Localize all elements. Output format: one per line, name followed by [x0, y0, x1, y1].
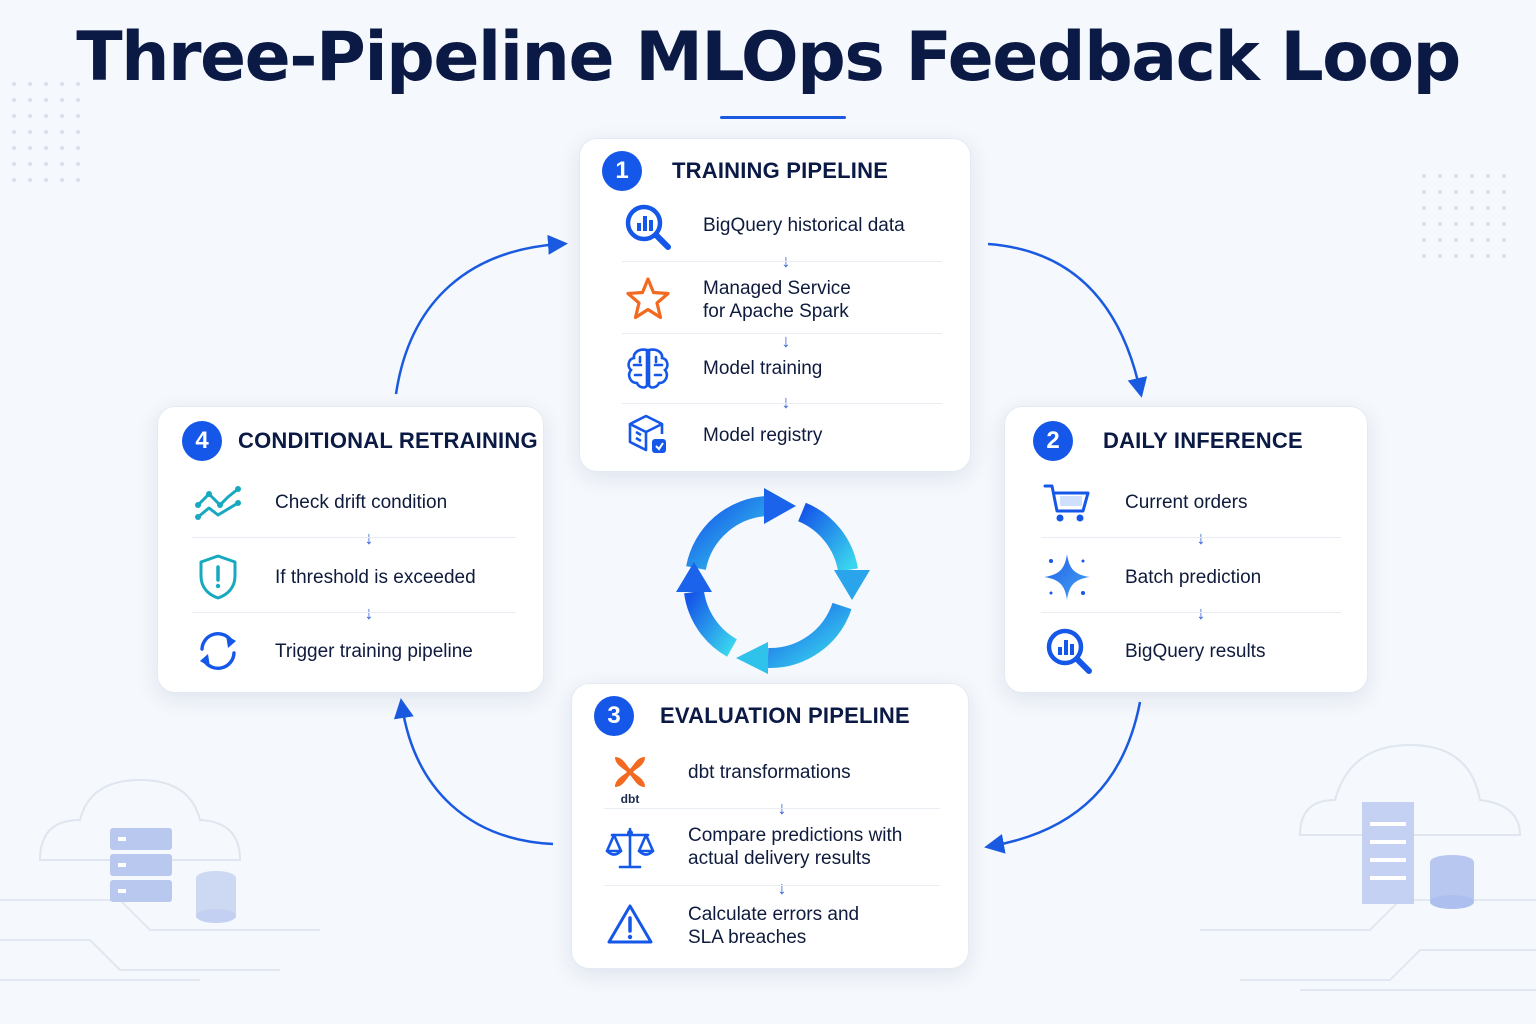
cycle-icon — [676, 488, 870, 674]
step-label: If threshold is exceeded — [275, 567, 476, 588]
warning-icon — [604, 898, 656, 950]
cart-icon — [1041, 477, 1093, 529]
divider — [1041, 537, 1341, 538]
down-arrow-icon: ↓ — [364, 603, 374, 623]
card-title: EVALUATION PIPELINE — [660, 703, 910, 728]
evaluation-pipeline-card: 3 EVALUATION PIPELINE dbt dbt transforma… — [571, 683, 969, 969]
divider — [604, 885, 940, 886]
step-number-badge: 1 — [602, 151, 642, 191]
step-label: Check drift condition — [275, 492, 448, 513]
step-label: Trigger training pipeline — [275, 641, 473, 662]
daily-inference-card: 2 DAILY INFERENCE Current orders ↓ Batch… — [1004, 406, 1368, 693]
step-label: Calculate errors and SLA breaches — [688, 904, 860, 948]
trend-icon — [192, 477, 244, 529]
dbt-caption: dbt — [620, 791, 640, 806]
sparkle-icon — [1041, 551, 1093, 603]
shield-alert-icon — [192, 551, 244, 603]
scale-icon — [604, 822, 656, 874]
brain-icon — [622, 342, 674, 394]
step-number-badge: 2 — [1033, 421, 1073, 461]
divider — [604, 808, 940, 809]
down-arrow-icon: ↓ — [777, 878, 787, 898]
training-pipeline-card: 1 TRAINING PIPELINE BigQuery historical … — [579, 138, 971, 472]
step-label: BigQuery results — [1125, 641, 1266, 662]
down-arrow-icon: ↓ — [781, 392, 791, 412]
card-title: CONDITIONAL RETRAINING — [238, 428, 538, 453]
divider — [192, 612, 516, 613]
registry-box-icon — [622, 409, 674, 461]
divider — [622, 333, 942, 334]
step-label: Model registry — [703, 425, 823, 446]
bigquery-icon — [1043, 625, 1095, 677]
divider — [622, 403, 942, 404]
arrow-retraining-to-training — [394, 234, 568, 395]
down-arrow-icon: ↓ — [781, 331, 791, 351]
step-label: Model training — [703, 358, 823, 379]
divider — [192, 537, 516, 538]
dbt-icon: dbt — [604, 750, 656, 808]
step-label: Compare predictions with actual delivery… — [688, 825, 903, 869]
step-label: BigQuery historical data — [703, 215, 905, 236]
card-title: TRAINING PIPELINE — [672, 158, 889, 183]
step-number-badge: 4 — [182, 421, 222, 461]
star-icon — [622, 273, 674, 325]
refresh-icon — [192, 625, 244, 677]
arrow-inference-to-evaluation — [984, 701, 1142, 854]
step-label: dbt transformations — [688, 762, 851, 783]
down-arrow-icon: ↓ — [364, 528, 374, 548]
down-arrow-icon: ↓ — [1196, 603, 1206, 623]
divider — [622, 261, 942, 262]
step-label: Managed Service for Apache Spark — [703, 278, 851, 322]
conditional-retraining-card: 4 CONDITIONAL RETRAINING Check drift con… — [157, 406, 544, 693]
divider — [1041, 612, 1341, 613]
title-underline — [720, 116, 846, 119]
arrow-evaluation-to-retraining — [393, 698, 554, 846]
arrow-training-to-inference — [987, 242, 1148, 398]
step-label: Batch prediction — [1125, 567, 1262, 588]
bigquery-icon — [622, 201, 674, 253]
page-title: Three-Pipeline MLOps Feedback Loop — [76, 18, 1461, 97]
down-arrow-icon: ↓ — [1196, 528, 1206, 548]
step-label: Current orders — [1125, 492, 1248, 513]
card-title: DAILY INFERENCE — [1103, 428, 1303, 453]
step-number-badge: 3 — [594, 696, 634, 736]
